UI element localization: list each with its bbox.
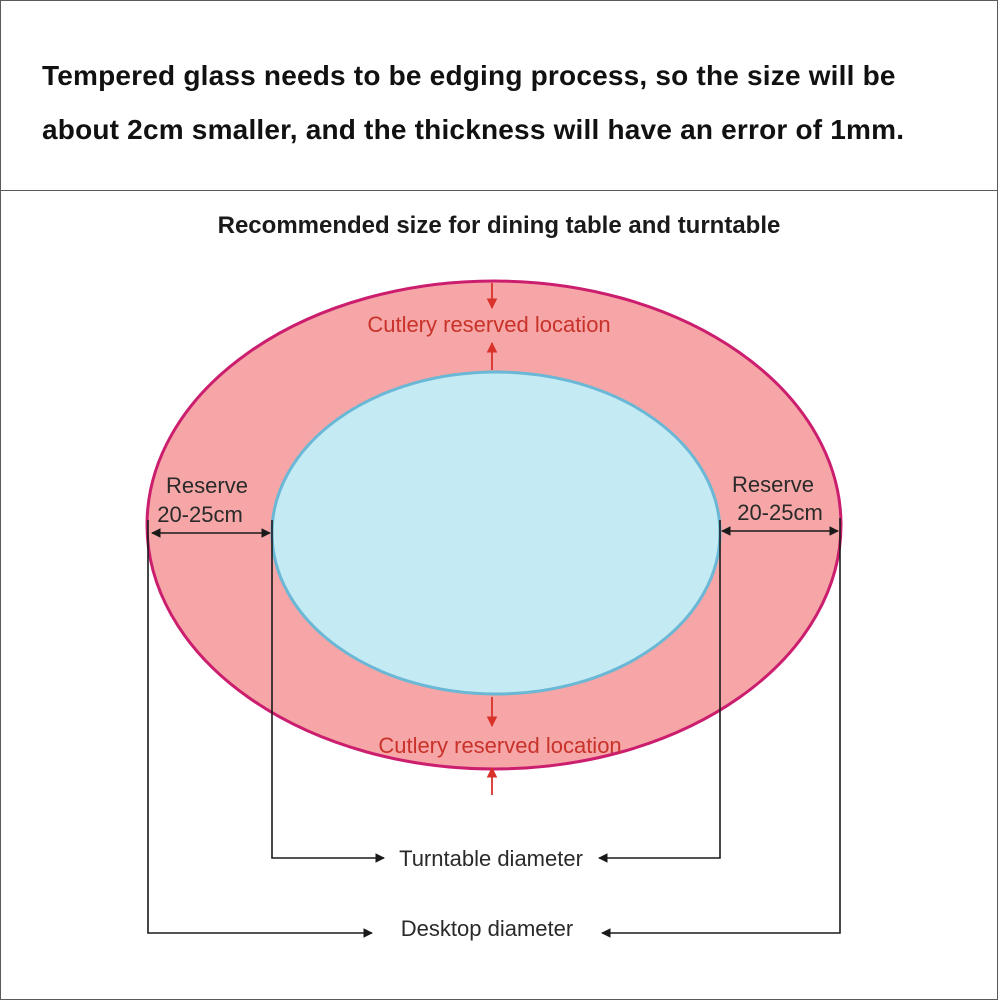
notice-line-1: Tempered glass needs to be edging proces… [42, 60, 896, 91]
turntable-dimension-right-bracket [598, 520, 721, 863]
section-divider [0, 190, 998, 191]
desktop-dimension-right-bracket [601, 518, 841, 938]
turntable-dimension-left-bracket [271, 520, 385, 863]
reserve-left-line1: Reserve [166, 473, 248, 498]
turntable-diameter-label: Turntable diameter [399, 846, 583, 871]
diagram-title: Recommended size for dining table and tu… [217, 212, 781, 239]
turntable-ellipse [270, 370, 722, 696]
desktop-dimension-left-bracket [147, 520, 373, 938]
reserve-right-line1: Reserve [732, 472, 814, 497]
reserve-right-line2: 20-25cm [737, 500, 823, 525]
reserve-left-line2: 20-25cm [157, 502, 243, 527]
cutlery-bottom-label: Cutlery reserved location [378, 733, 621, 758]
notice-line-2: about 2cm smaller, and the thickness wil… [42, 114, 905, 145]
desktop-diameter-label: Desktop diameter [401, 916, 573, 941]
cutlery-top-label: Cutlery reserved location [367, 312, 610, 337]
